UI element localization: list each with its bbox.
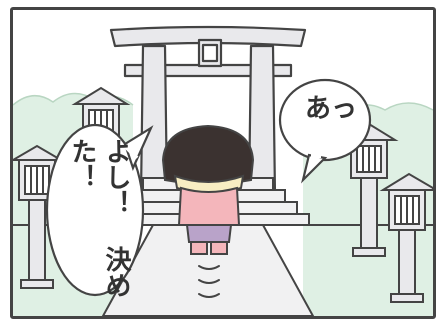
speech-exclamation: あっ [305, 94, 358, 124]
girl-character [161, 124, 255, 255]
scene-illustration [13, 25, 433, 316]
speech-bubble-left [45, 123, 145, 297]
speech-text-right: あっ [305, 88, 357, 125]
speech-line-2: 決めた！ [67, 138, 131, 298]
speech-bubble-left-tail [123, 125, 154, 172]
comic-panel: よし！ 決めた！ あっ [10, 7, 436, 319]
speech-line-1: よし！ [101, 138, 131, 216]
motion-lines [198, 265, 220, 298]
speech-bubble-right [278, 78, 372, 162]
stone-lantern-right-front [379, 172, 433, 303]
speech-text-left: よし！ 決めた！ [65, 138, 133, 316]
